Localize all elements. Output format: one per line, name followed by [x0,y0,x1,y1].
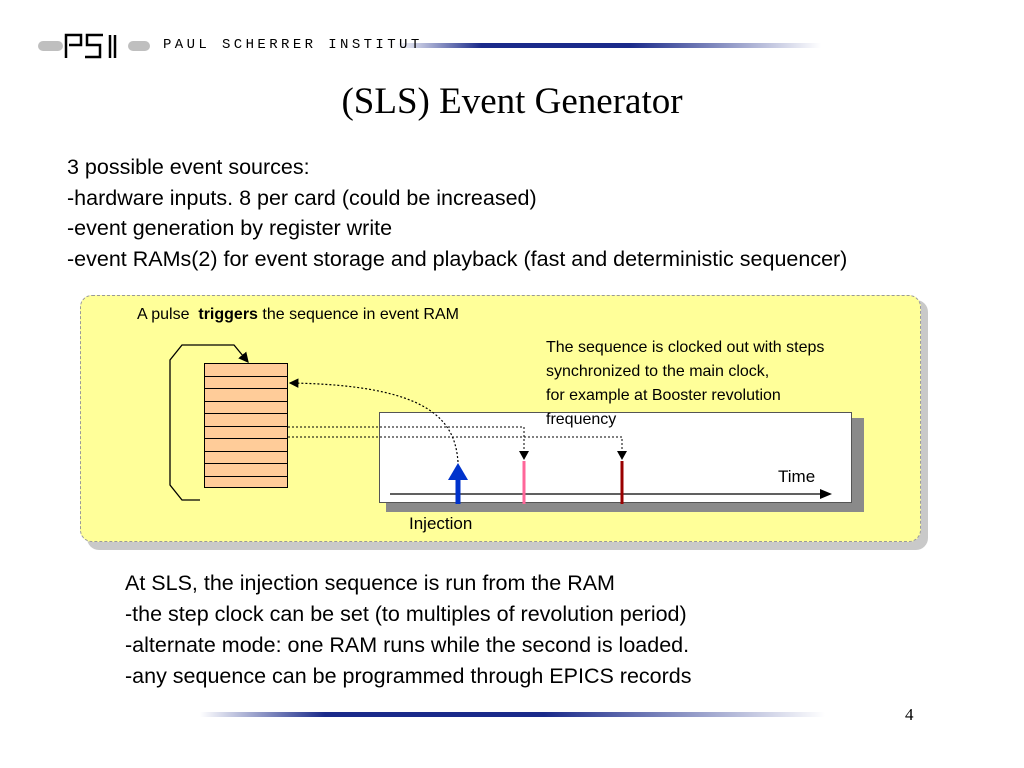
ram-row [205,464,287,477]
page-number: 4 [905,705,914,724]
psi-logo-mark [64,33,117,59]
ram-row [205,414,287,427]
ram-row [205,389,287,402]
sequence-line: synchronized to the main clock, [546,363,770,380]
ram-row [205,364,287,377]
sequence-description: The sequence is clocked out with steps s… [546,336,824,432]
header-bar [38,41,821,51]
ram-row [205,477,287,490]
intro-line: -event RAMs(2) for event storage and pla… [67,246,848,271]
psi-logo [63,32,128,60]
time-label: Time [778,467,816,486]
bottom-line: -alternate mode: one RAM runs while the … [125,633,690,657]
footer-bar [200,712,825,717]
bottom-line: -any sequence can be programmed through … [125,664,692,688]
ram-row [205,452,287,464]
sequence-line: frequency [546,411,617,428]
intro-text: 3 possible event sources: -hardware inpu… [67,152,847,274]
sequence-line: The sequence is clocked out with steps [546,339,825,356]
intro-line: -event generation by register write [67,216,393,240]
ram-row [205,377,287,389]
ram-row [205,402,287,414]
bottom-line: At SLS, the injection sequence is run fr… [125,571,615,595]
pulse-prefix: A pulse [137,306,190,323]
intro-line: -hardware inputs. 8 per card (could be i… [67,185,537,210]
injection-label: Injection [409,514,473,533]
event-ram [204,363,288,488]
institute-name: PAUL SCHERRER INSTITUT [163,37,423,53]
pulse-caption: A pulse triggers the sequence in event R… [137,306,459,324]
ram-row [205,439,287,452]
intro-line: 3 possible event sources: [67,155,310,179]
sequence-line: for example at Booster revolution [546,387,781,404]
bottom-line: -the step clock can be set (to multiples… [125,602,687,626]
bottom-text: At SLS, the injection sequence is run fr… [125,568,725,692]
slide-title: (SLS) Event Generator [341,81,683,122]
pulse-suffix: the sequence in event RAM [257,306,459,323]
pulse-bold: triggers [198,306,258,323]
ram-row [205,427,287,439]
